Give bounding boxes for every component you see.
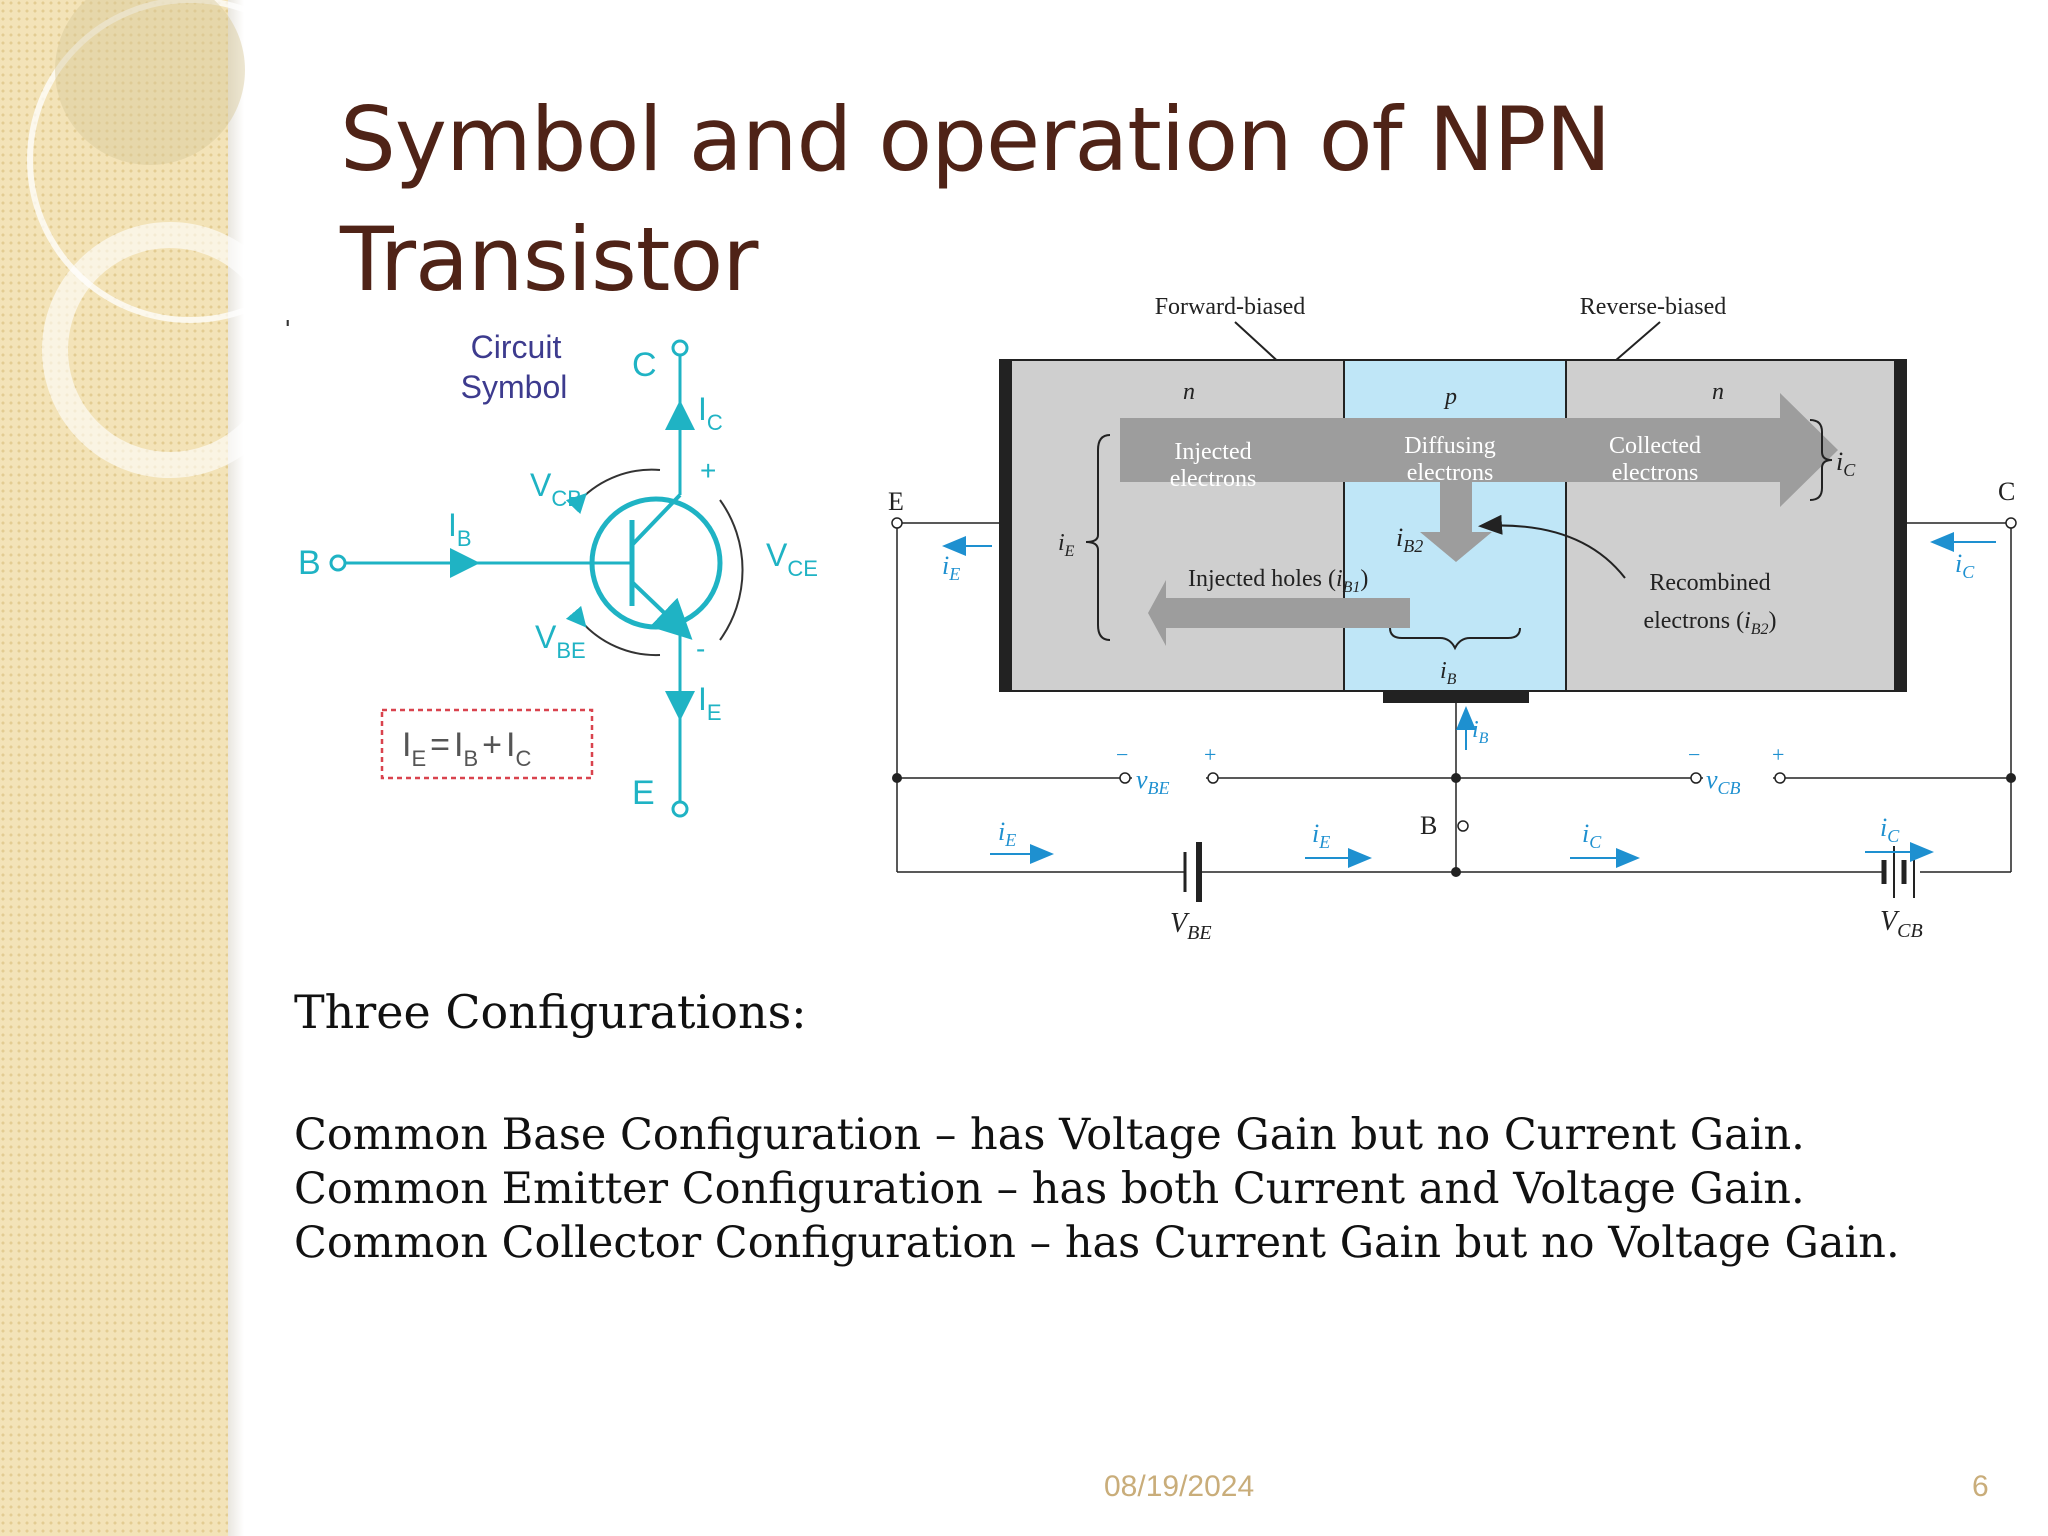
diagram-terminal-e: E bbox=[888, 487, 904, 516]
vcb-plus: + bbox=[1772, 742, 1784, 767]
vbe-arc bbox=[565, 605, 661, 657]
npn-circuit-symbol: Circuit Symbol r C IC B IB IE E + - bbox=[285, 320, 818, 818]
base-contact bbox=[1383, 691, 1529, 703]
region-n1-label: n bbox=[1183, 379, 1195, 405]
reverse-biased-label: Reverse-biased bbox=[1580, 294, 1727, 320]
ic-right-label: iC bbox=[1955, 549, 1975, 582]
collector-terminal-dot bbox=[2005, 517, 2017, 529]
vbe-battery-label: VBE bbox=[1170, 908, 1212, 944]
ib2-label: iB2 bbox=[1396, 523, 1423, 556]
diagram-terminal-c: C bbox=[1998, 477, 2015, 506]
holes-arrow bbox=[1148, 580, 1410, 646]
vcb-minus: − bbox=[1688, 742, 1700, 767]
vcb-label: VCB bbox=[530, 467, 582, 511]
collected-electrons-2: electrons bbox=[1612, 460, 1699, 486]
terminal-c-dot bbox=[671, 339, 689, 357]
ie-left-label: iE bbox=[942, 551, 960, 584]
configurations-heading: Three Configurations: bbox=[294, 985, 807, 1039]
injected-holes-label: Injected holes (iB1) bbox=[1188, 566, 1368, 596]
circuit-terminal-e: E bbox=[632, 774, 655, 812]
slide-number: 6 bbox=[1972, 1470, 1989, 1503]
config-common-collector: Common Collector Configuration – has Cur… bbox=[294, 1218, 1900, 1268]
vbe-label: VBE bbox=[535, 619, 586, 663]
circuit-terminal-c: C bbox=[632, 346, 657, 384]
stray-mark: r bbox=[285, 320, 293, 332]
title-line-2: Transistor bbox=[340, 208, 758, 311]
ie-label: IE bbox=[698, 681, 722, 725]
region-p-label: p bbox=[1443, 384, 1457, 410]
ic-brace-label: iC bbox=[1836, 447, 1856, 480]
vbe-small-label: vBE bbox=[1136, 765, 1170, 798]
footer-date: 08/19/2024 bbox=[1104, 1470, 1255, 1503]
ib-label: IB bbox=[448, 507, 472, 551]
vbe-minus: − bbox=[1116, 742, 1128, 767]
terminal-b-dot bbox=[329, 554, 347, 572]
recombined-line-1: Recombined bbox=[1649, 570, 1770, 596]
collected-electrons-1: Collected bbox=[1609, 433, 1701, 459]
injected-electrons-2: electrons bbox=[1170, 466, 1257, 492]
vce-arc bbox=[719, 499, 744, 641]
equation-box bbox=[380, 708, 594, 780]
region-n2-label: n bbox=[1712, 379, 1724, 405]
emitter-arrow bbox=[630, 580, 693, 640]
diagram-terminal-b: B bbox=[1420, 811, 1437, 840]
title-line-1: Symbol and operation of NPN bbox=[340, 88, 1611, 191]
ie-brace bbox=[1085, 434, 1111, 641]
collector-line bbox=[630, 493, 682, 547]
recombined-line-2: electrons (iB2) bbox=[1643, 608, 1776, 638]
vbe-plus: + bbox=[1204, 742, 1216, 767]
base-terminal-dot bbox=[1457, 820, 1469, 832]
ic-bottom-right: iC bbox=[1880, 813, 1900, 846]
ie-bottom-right: iE bbox=[1312, 819, 1330, 852]
circuit-terminal-b: B bbox=[298, 544, 321, 582]
recombination-arrow bbox=[1420, 482, 1492, 562]
kcl-equation: IE=IB+IC bbox=[402, 726, 531, 771]
electron-flow-arrow bbox=[1120, 393, 1838, 507]
ib-up-label: iB bbox=[1472, 717, 1489, 747]
ic-bottom-left: iC bbox=[1582, 819, 1602, 852]
circuit-caption-1: Circuit bbox=[471, 329, 562, 365]
vcb-small-label: vCB bbox=[1706, 765, 1741, 798]
config-common-base: Common Base Configuration – has Voltage … bbox=[294, 1110, 1805, 1160]
n-region-collector bbox=[1566, 360, 1906, 691]
terminal-e-dot bbox=[671, 800, 689, 818]
npn-operation-diagram: Forward-biased Reverse-biased n p n Inje… bbox=[888, 294, 2017, 944]
plus-sign: + bbox=[700, 455, 716, 486]
sidebar-edge bbox=[228, 0, 244, 1536]
emitter-terminal-dot bbox=[891, 517, 903, 529]
injected-electrons-1: Injected bbox=[1174, 439, 1251, 465]
decorative-rings bbox=[27, 0, 260, 478]
emitter-contact bbox=[1000, 360, 1012, 691]
recombined-pointer bbox=[1478, 514, 1626, 579]
ic-brace bbox=[1809, 419, 1833, 501]
circuit-caption-2: Symbol bbox=[461, 369, 568, 405]
ib-brace-label: iB bbox=[1440, 658, 1457, 688]
vce-label: VCE bbox=[766, 537, 818, 581]
vcb-arc bbox=[565, 468, 661, 515]
ib-brace bbox=[1389, 627, 1521, 651]
diffusing-electrons-2: electrons bbox=[1407, 460, 1494, 486]
ie-brace-label: iE bbox=[1058, 530, 1075, 560]
collector-contact bbox=[1894, 360, 1906, 691]
diffusing-electrons-1: Diffusing bbox=[1404, 433, 1496, 459]
ic-label: IC bbox=[698, 391, 723, 435]
slide-title: Symbol and operation of NPN Transistor bbox=[340, 80, 1740, 320]
forward-biased-label: Forward-biased bbox=[1155, 294, 1306, 320]
minus-sign: - bbox=[696, 633, 705, 664]
config-common-emitter: Common Emitter Configuration – has both … bbox=[294, 1164, 1805, 1214]
ie-bottom-left: iE bbox=[998, 817, 1016, 850]
vcb-battery-label: VCB bbox=[1880, 906, 1923, 942]
